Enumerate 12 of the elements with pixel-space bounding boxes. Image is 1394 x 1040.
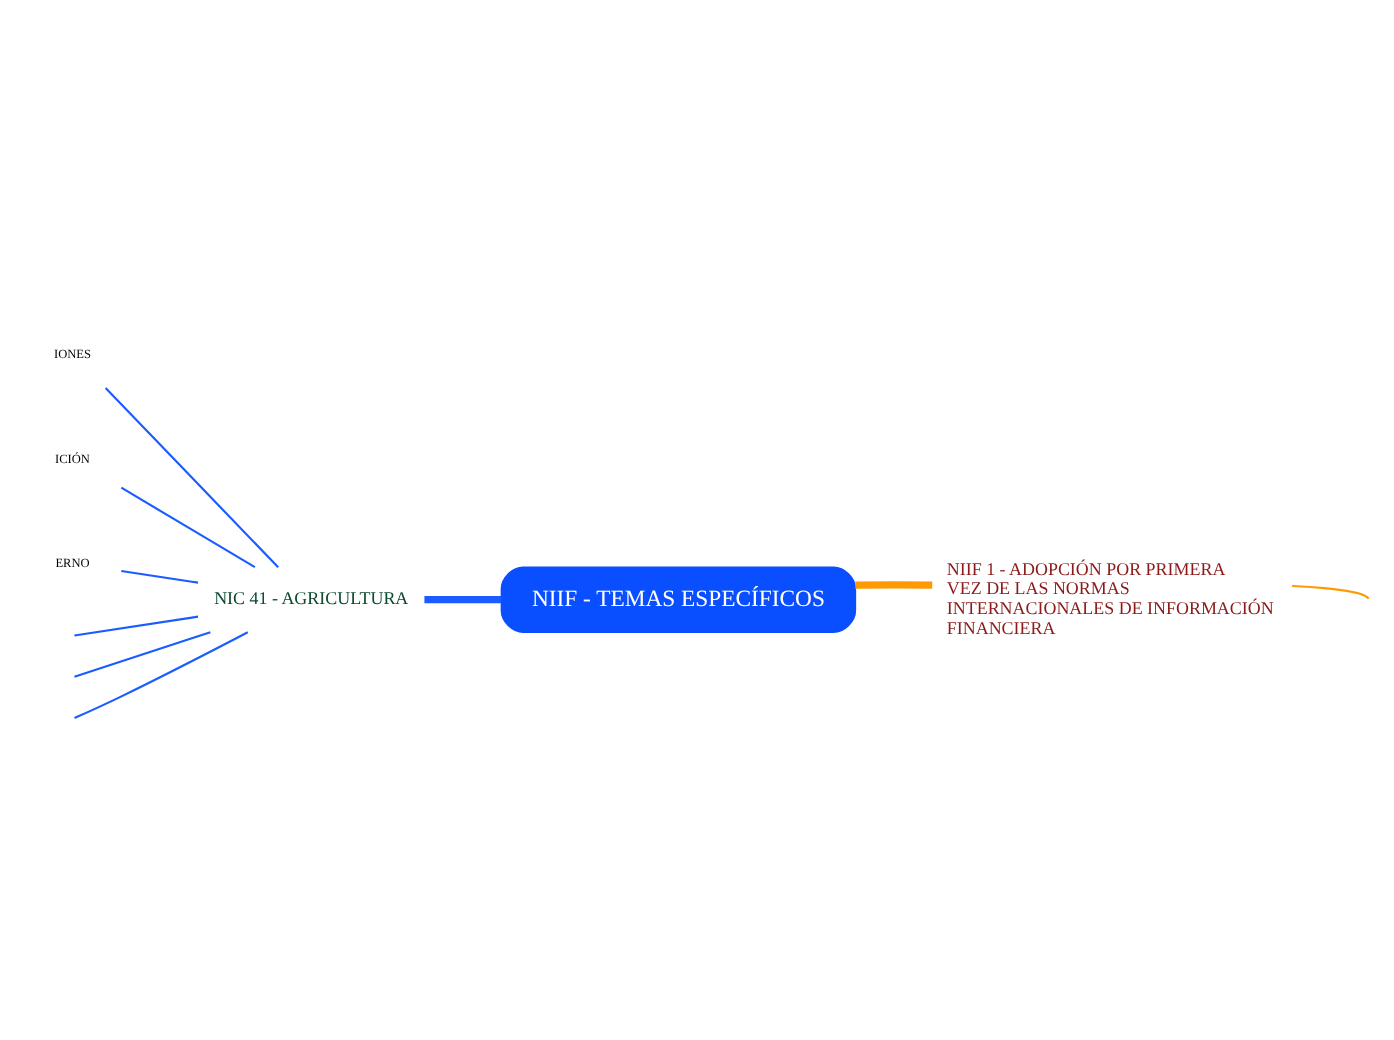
node-box: NIIF - TEMAS ESPECÍFICOS (500, 565, 857, 632)
connector (855, 580, 933, 588)
node-text: NIIF 1 - ADOPCIÓN POR PRIMERA VEZ DE LAS NORMAS INTERNACIONALES DE INFORMACIÓN FINANCIERA (946, 557, 1274, 637)
connector (424, 595, 502, 603)
connector (74, 630, 249, 719)
node-text: NIC 41 - AGRICULTURA (214, 587, 409, 608)
connector (121, 568, 199, 583)
connector (120, 485, 256, 568)
connector (104, 386, 279, 567)
connector (1292, 583, 1370, 599)
connector (74, 630, 211, 677)
connector (74, 614, 199, 636)
